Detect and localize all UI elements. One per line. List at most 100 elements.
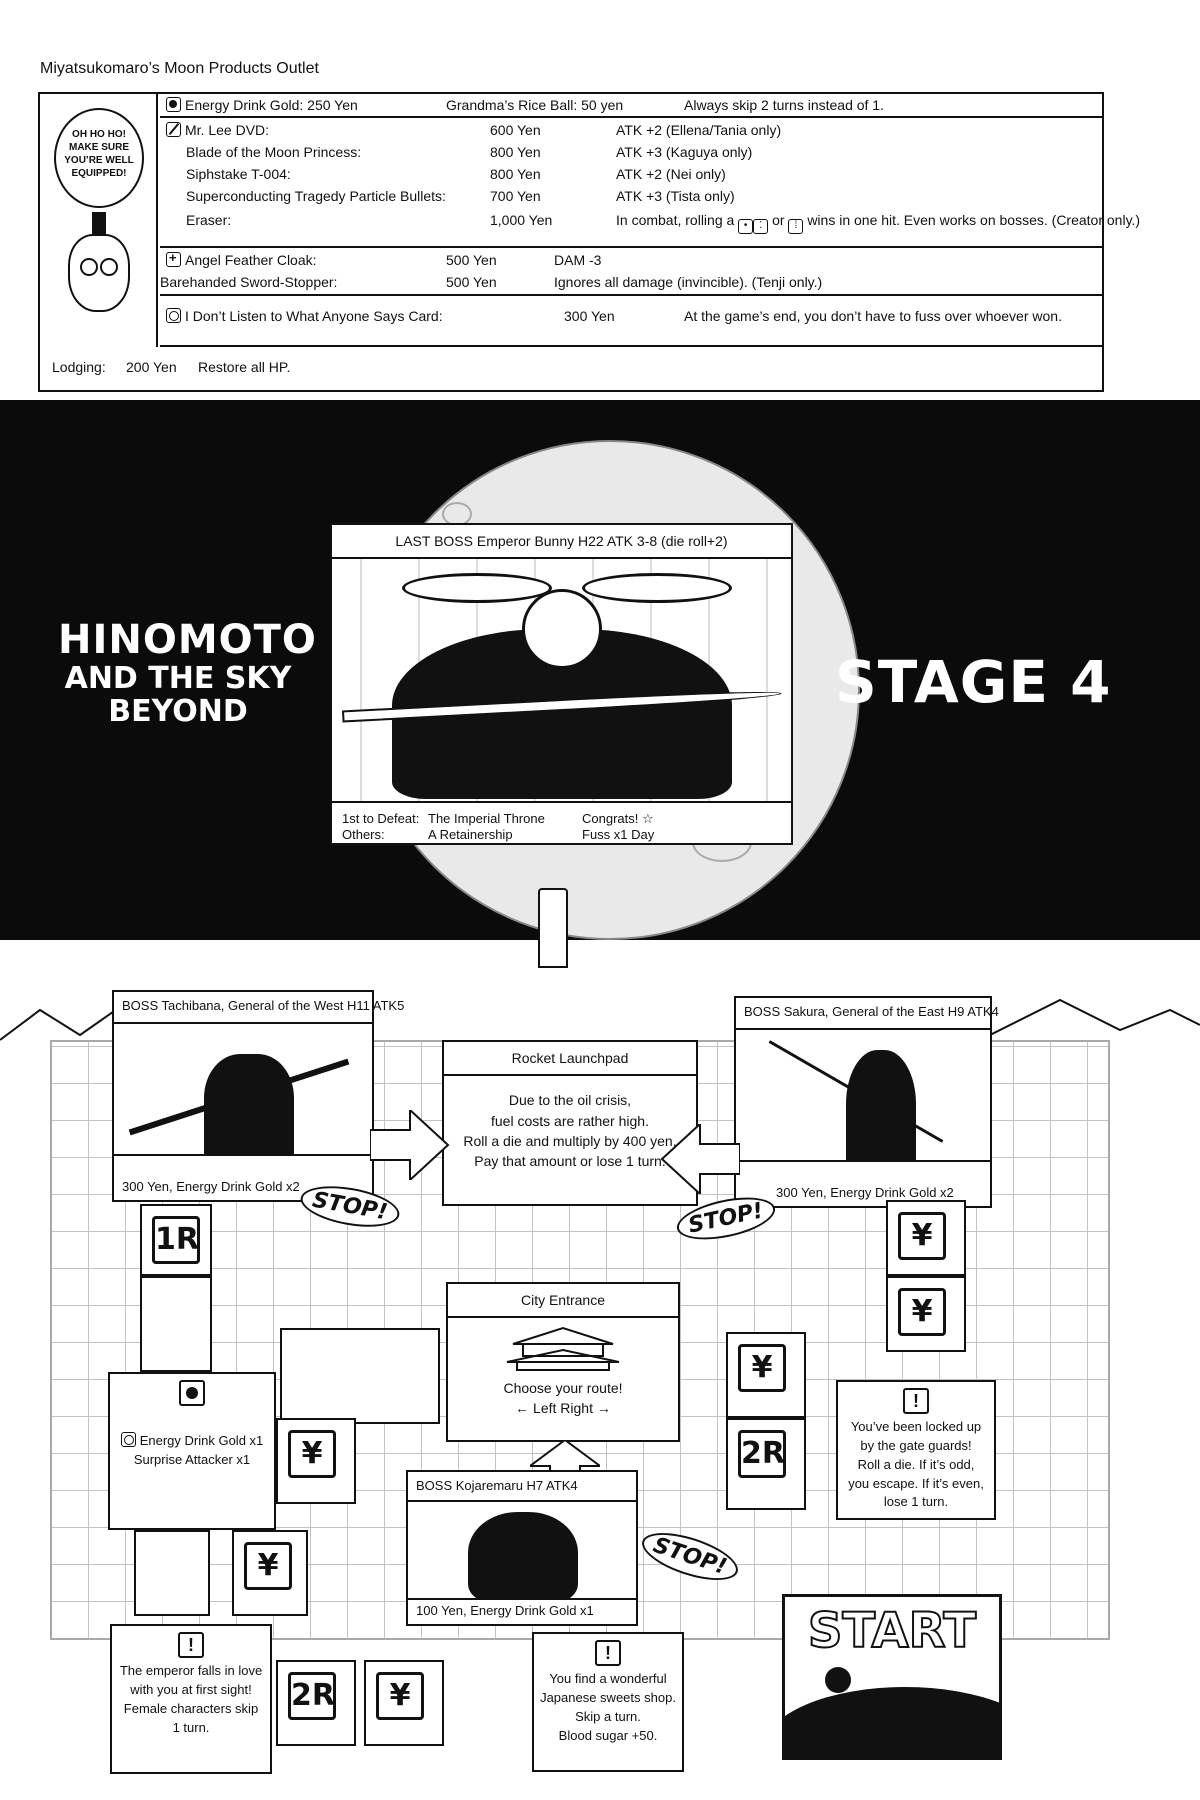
yen-icon: ¥ <box>898 1288 946 1336</box>
board-space-yen[interactable]: ¥ <box>364 1660 444 1746</box>
weapon-effect: In combat, rolling a •⁚ or ⁞ wins in one… <box>616 212 1140 234</box>
gate-event-line4: you escape. If it’s even, <box>848 1475 984 1491</box>
board-space-2r[interactable]: 2R <box>726 1418 806 1510</box>
board-space-blank[interactable] <box>280 1328 440 1424</box>
shop-row-consumables: Energy Drink Gold: 250 Yen Grandma’s Ric… <box>160 94 1102 118</box>
armor-name[interactable]: Angel Feather Cloak: <box>185 252 317 268</box>
card-price: 300 Yen <box>564 308 615 324</box>
board-space-1r[interactable]: 1R <box>140 1204 212 1276</box>
shopkeeper-face <box>68 234 130 312</box>
city-entrance-space[interactable]: City Entrance Choose your route! ← Left … <box>446 1282 680 1442</box>
sword-icon <box>166 122 181 137</box>
gate-event-space[interactable]: ! You’ve been locked up by the gate guar… <box>836 1380 996 1520</box>
board-space-yen[interactable]: ¥ <box>276 1418 356 1504</box>
board-space-blank[interactable] <box>134 1530 210 1616</box>
first-reward: The Imperial Throne <box>428 811 545 826</box>
weapon-name[interactable]: Siphstake T-004: <box>186 166 291 182</box>
shield-icon <box>166 250 181 267</box>
start-space[interactable]: START <box>782 1594 1002 1760</box>
die-five-icon: • <box>738 219 754 234</box>
board-space-yen[interactable]: ¥ <box>886 1276 966 1352</box>
sweets-event-line4: Blood sugar +50. <box>558 1727 658 1743</box>
stage-title-line1: HINOMOTO <box>58 617 317 663</box>
rest-1r-label: 1R <box>152 1216 200 1264</box>
start-hill <box>785 1687 999 1757</box>
lodging-price[interactable]: 200 Yen <box>126 359 177 375</box>
others-note: Fuss x1 Day <box>582 827 655 842</box>
weapon-price: 600 Yen <box>490 122 541 138</box>
weapon-price: 800 Yen <box>490 144 541 160</box>
bunny-ear <box>582 573 732 603</box>
alert-icon: ! <box>595 1640 621 1666</box>
shop-panel: OH HO HO! MAKE SURE YOU’RE WELL EQUIPPED… <box>38 92 1140 392</box>
card-name[interactable]: I Don’t Listen to What Anyone Says Card: <box>185 308 443 324</box>
boss-south-space[interactable]: BOSS Kojaremaru H7 ATK4 100 Yen, Energy … <box>406 1470 638 1626</box>
yen-icon: ¥ <box>244 1542 292 1590</box>
boss-east-space[interactable]: BOSS Sakura, General of the East H9 ATK4… <box>734 996 999 1208</box>
city-entrance-title: City Entrance <box>448 1284 678 1319</box>
castle-icon <box>506 1327 620 1372</box>
item-event-line1: Energy Drink Gold x1 <box>139 1432 264 1448</box>
others-label: Others: <box>342 827 385 842</box>
card-effect: At the game’s end, you don’t have to fus… <box>684 308 1062 324</box>
kojaremaru-illustration <box>408 1500 636 1600</box>
bag-icon <box>179 1380 205 1406</box>
rocket-illustration <box>538 888 568 968</box>
yen-icon: ¥ <box>288 1430 336 1478</box>
rocket-text-1: Due to the oil crisis, <box>508 1092 632 1109</box>
board-space-yen[interactable]: ¥ <box>232 1530 308 1616</box>
boss-west-space[interactable]: BOSS Tachibana, General of the West H11 … <box>112 990 404 1202</box>
sweets-event-line1: You find a wonderful <box>549 1671 667 1686</box>
rocket-text-3: Roll a die and multiply by 400 yen. <box>463 1132 677 1149</box>
ring-icon <box>166 308 181 323</box>
emperor-bunny-illustration <box>332 559 791 803</box>
weapon-effect: ATK +2 (Ellena/Tania only) <box>616 122 782 138</box>
item-event-space[interactable]: Energy Drink Gold x1 Surprise Attacker x… <box>108 1372 276 1530</box>
rice-ball-item[interactable]: Grandma’s Rice Ball: 50 yen <box>446 97 624 113</box>
sweets-event-line2: Japanese sweets shop. <box>540 1689 676 1705</box>
die-two-icon: ⁚ <box>753 219 769 234</box>
board-space-yen[interactable]: ¥ <box>726 1332 806 1418</box>
eraser-effect-a: In combat, rolling a <box>616 212 735 228</box>
city-entrance-text2: ← Left Right → <box>515 1399 611 1416</box>
boss-west-reward: 300 Yen, Energy Drink Gold x2 <box>122 1179 300 1194</box>
rocket-launchpad-space[interactable]: Rocket Launchpad Due to the oil crisis, … <box>442 1040 698 1206</box>
energy-drink-item[interactable]: Energy Drink Gold: 250 Yen <box>185 97 358 113</box>
armor-effect: Ignores all damage (invincible). (Tenji … <box>554 274 823 290</box>
gate-event-line1: You’ve been locked up <box>850 1419 982 1434</box>
weapon-price: 800 Yen <box>490 166 541 182</box>
emperor-event-space[interactable]: ! The emperor falls in love with you at … <box>110 1624 272 1774</box>
shop-row-armor: Angel Feather Cloak: 500 Yen DAM -3 Bare… <box>160 248 1102 296</box>
board-space-blank[interactable] <box>140 1276 212 1372</box>
item-event-line2: Surprise Attacker x1 <box>133 1451 251 1467</box>
lodging-effect: Restore all HP. <box>198 359 291 375</box>
weapon-name[interactable]: Superconducting Tragedy Particle Bullets… <box>186 188 446 204</box>
weapon-effect: ATK +3 (Kaguya only) <box>616 144 753 160</box>
weapon-price: 700 Yen <box>490 188 541 204</box>
stage-title: HINOMOTO AND THE SKY BEYOND <box>58 617 317 728</box>
sweets-event-line3: Skip a turn. <box>575 1708 641 1724</box>
weapon-name[interactable]: Eraser: <box>186 212 232 228</box>
weapon-name[interactable]: Blade of the Moon Princess: <box>186 144 362 160</box>
rocket-launchpad-title: Rocket Launchpad <box>444 1042 696 1077</box>
board-space-yen[interactable]: ¥ <box>886 1200 966 1276</box>
weapon-name[interactable]: Mr. Lee DVD: <box>185 122 270 138</box>
shop-row-lodging: Lodging: 200 Yen Restore all HP. <box>40 347 1102 390</box>
kojaremaru-figure <box>468 1512 578 1598</box>
shop-row-weapons: Mr. Lee DVD: 600 Yen ATK +2 (Ellena/Tani… <box>160 118 1140 248</box>
armor-price: 500 Yen <box>446 274 497 290</box>
sweets-event-space[interactable]: ! You find a wonderful Japanese sweets s… <box>532 1632 684 1772</box>
armor-name[interactable]: Barehanded Sword-Stopper: <box>160 274 338 290</box>
bunny-head <box>522 589 602 669</box>
board-space-2r[interactable]: 2R <box>276 1660 356 1746</box>
last-boss-panel[interactable]: LAST BOSS Emperor Bunny H22 ATK 3-8 (die… <box>330 523 793 845</box>
armor-price: 500 Yen <box>446 252 497 268</box>
tachibana-illustration <box>114 1022 372 1156</box>
rice-ball-effect: Always skip 2 turns instead of 1. <box>684 97 884 113</box>
shop-title: Miyatsukomaro’s Moon Products Outlet <box>40 60 319 77</box>
start-label: START <box>807 1602 977 1660</box>
armor-effect: DAM -3 <box>554 252 602 268</box>
rocket-text-4: Pay that amount or lose 1 turn. <box>474 1153 666 1170</box>
gate-event-line3: Roll a die. If it’s odd, <box>857 1456 975 1472</box>
shopkeeper-portrait: OH HO HO! MAKE SURE YOU’RE WELL EQUIPPED… <box>40 94 158 347</box>
